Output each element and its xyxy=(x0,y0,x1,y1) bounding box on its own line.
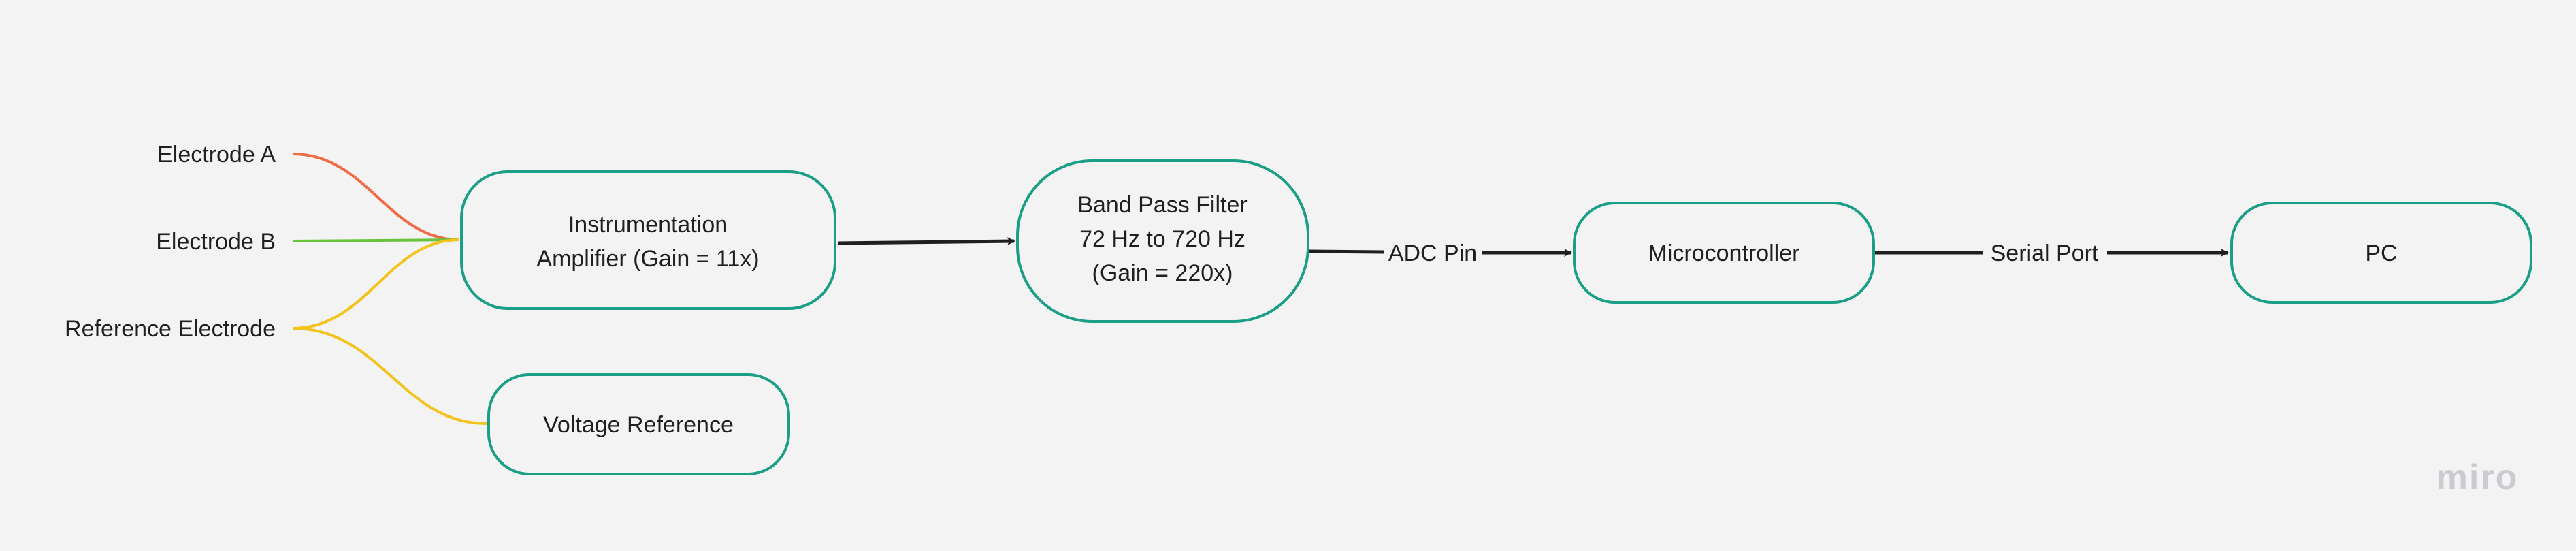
pc-node[interactable]: PC xyxy=(2230,202,2532,304)
electrode-a-wire xyxy=(292,153,460,241)
vref-line-1: Voltage Reference xyxy=(543,412,734,438)
bpf-to-mcu-line xyxy=(1309,249,1385,254)
miro-watermark: miro xyxy=(2436,458,2519,497)
voltage-reference-node[interactable]: Voltage Reference xyxy=(487,373,790,475)
band-pass-filter-node[interactable]: Band Pass Filter 72 Hz to 720 Hz (Gain =… xyxy=(1016,159,1309,323)
adc-pin-label: ADC Pin xyxy=(1388,240,1477,266)
reference-electrode-wire-to-inamp xyxy=(292,238,460,330)
electrode-a-label: Electrode A xyxy=(157,142,276,168)
mcu-line-1: Microcontroller xyxy=(1648,240,1800,266)
inamp-line-2: Amplifier (Gain = 11x) xyxy=(536,246,759,272)
microcontroller-node[interactable]: Microcontroller xyxy=(1573,202,1875,304)
serial-port-label: Serial Port xyxy=(1991,240,2099,266)
bpf-line-2: 72 Hz to 720 Hz xyxy=(1079,226,1245,252)
inamp-line-1: Instrumentation xyxy=(568,212,728,238)
inamp-to-bpf-arrow xyxy=(838,237,1015,246)
electrode-b-label: Electrode B xyxy=(156,229,276,255)
reference-electrode-label: Reference Electrode xyxy=(65,316,276,342)
reference-electrode-wire-to-vref xyxy=(292,327,487,425)
bpf-line-1: Band Pass Filter xyxy=(1077,192,1247,218)
bpf-line-3: (Gain = 220x) xyxy=(1092,260,1233,286)
electrode-b-wire xyxy=(292,238,460,242)
pc-line-1: PC xyxy=(2365,240,2397,266)
instrumentation-amplifier-node[interactable]: Instrumentation Amplifier (Gain = 11x) xyxy=(460,170,836,310)
